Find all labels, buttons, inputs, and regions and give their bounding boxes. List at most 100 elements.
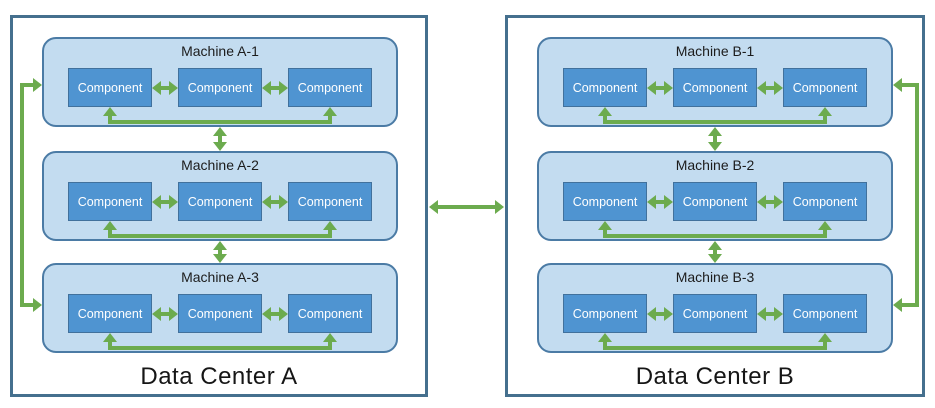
component-bypass-line [603,120,827,124]
ring-bypass-line [20,83,24,307]
datacenter-label: Data Center B [635,363,795,390]
datacenter-label: Data Center A [140,363,298,390]
component-link-arrow [757,81,783,95]
component-box: Component [563,68,647,107]
component-link-arrow [262,81,288,95]
component-bypass-arrowhead [818,107,832,116]
datacenter-b: Machine B-1 Component Component Componen… [505,15,925,397]
component-bypass-arrowhead [103,333,117,342]
component-box: Component [673,294,757,333]
ring-bypass-line [902,303,919,307]
machine-link-arrow [708,241,722,263]
machine-link-arrow [213,127,227,151]
datacenter-a: Machine A-1 Component Component Componen… [10,15,428,397]
machine-link-arrow [213,241,227,263]
component-link-arrow [647,81,673,95]
component-bypass-arrowhead [818,221,832,230]
ring-bypass-arrowhead [33,298,42,312]
machine-label: Machine B-3 [675,269,755,285]
component-label: Component [792,194,858,209]
component-label: Component [187,306,253,321]
component-box: Component [68,182,152,221]
component-label: Component [682,194,748,209]
component-label: Component [77,306,143,321]
component-bypass-arrowhead [598,107,612,116]
component-bypass-line [603,346,827,350]
ring-bypass-line [20,303,33,307]
ring-bypass-arrowhead [893,298,902,312]
machine-a-2: Machine A-2 Component Component Componen… [42,151,398,241]
ring-bypass-arrowhead [893,78,902,92]
ring-bypass-line [902,83,919,87]
component-box: Component [178,68,262,107]
component-box: Component [783,68,867,107]
component-bypass-arrowhead [818,333,832,342]
component-link-arrow [152,307,178,321]
component-link-arrow [262,307,288,321]
component-label: Component [572,80,638,95]
component-bypass-line [603,234,827,238]
component-box: Component [178,182,262,221]
machine-a-1: Machine A-1 Component Component Componen… [42,37,398,127]
component-box: Component [673,182,757,221]
component-box: Component [783,294,867,333]
component-box: Component [673,68,757,107]
component-bypass-line [823,342,827,350]
machine-a-3: Machine A-3 Component Component Componen… [42,263,398,353]
component-bypass-line [108,120,332,124]
component-bypass-line [108,346,332,350]
component-link-arrow [647,307,673,321]
ring-bypass-line [915,83,919,307]
component-link-arrow [152,195,178,209]
component-bypass-line [108,234,332,238]
component-label: Component [187,80,253,95]
component-link-arrow [647,195,673,209]
component-label: Component [792,80,858,95]
machine-label: Machine B-1 [675,43,755,59]
machine-b-2: Machine B-2 Component Component Componen… [537,151,893,241]
ring-bypass-arrowhead [33,78,42,92]
component-bypass-arrowhead [323,333,337,342]
component-link-arrow [262,195,288,209]
component-box: Component [178,294,262,333]
machine-label: Machine A-1 [181,43,259,59]
component-link-arrow [757,307,783,321]
component-box: Component [288,294,372,333]
component-link-arrow [152,81,178,95]
component-box: Component [563,182,647,221]
component-bypass-arrowhead [598,221,612,230]
component-box: Component [288,182,372,221]
component-label: Component [187,194,253,209]
component-bypass-line [328,116,332,124]
component-label: Component [572,194,638,209]
component-label: Component [682,80,748,95]
component-label: Component [297,306,363,321]
component-label: Component [77,194,143,209]
component-bypass-line [823,116,827,124]
component-label: Component [792,306,858,321]
component-bypass-line [328,342,332,350]
component-label: Component [77,80,143,95]
component-box: Component [783,182,867,221]
component-bypass-line [823,230,827,238]
machine-b-1: Machine B-1 Component Component Componen… [537,37,893,127]
component-box: Component [563,294,647,333]
machine-label: Machine B-2 [675,157,755,173]
component-label: Component [297,80,363,95]
component-bypass-line [328,230,332,238]
machine-label: Machine A-2 [181,157,259,173]
component-box: Component [68,68,152,107]
component-link-arrow [757,195,783,209]
ring-bypass-line [20,83,33,87]
component-bypass-arrowhead [103,221,117,230]
component-bypass-arrowhead [323,107,337,116]
component-label: Component [572,306,638,321]
machine-label: Machine A-3 [181,269,259,285]
component-label: Component [682,306,748,321]
component-bypass-arrowhead [103,107,117,116]
component-bypass-arrowhead [323,221,337,230]
component-box: Component [288,68,372,107]
machine-b-3: Machine B-3 Component Component Componen… [537,263,893,353]
machine-link-arrow [708,127,722,151]
